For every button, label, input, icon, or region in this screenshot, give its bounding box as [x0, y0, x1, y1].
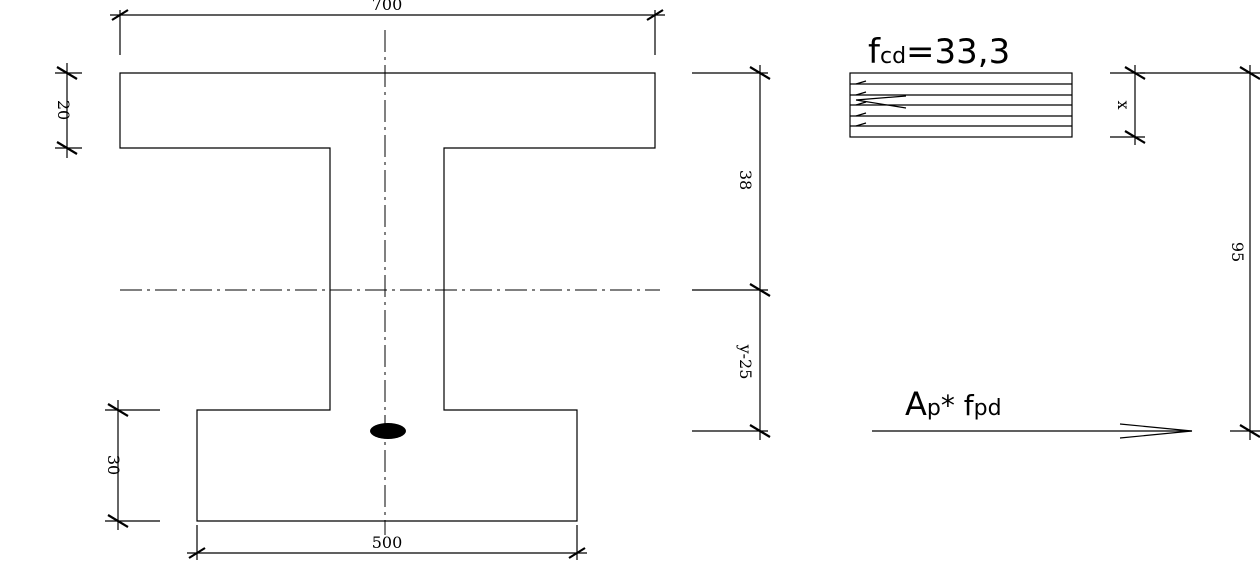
tendon-force-arrow	[872, 423, 1193, 439]
compression-depth-label: x	[1114, 100, 1133, 109]
centroid-to-tendon-label: y-25	[736, 344, 755, 380]
bottom-width-label: 500	[372, 533, 403, 552]
tendon-force-label: Ap* fpd	[905, 385, 1002, 423]
top-flange-height-label: 20	[54, 100, 73, 120]
effective-depth-label: 95	[1228, 242, 1247, 262]
prestressing-tendon	[370, 423, 406, 439]
bottom-width-dimension: 500	[187, 525, 587, 560]
right-vertical-dimensions: 38 y-25	[692, 65, 771, 440]
top-width-dimension: 700	[110, 0, 665, 55]
compression-depth-dimension: x	[1110, 65, 1146, 145]
top-flange-height-dimension: 20	[54, 63, 82, 158]
concrete-stress-label: fcd=33,3	[868, 32, 1010, 72]
bottom-flange-height-label: 30	[104, 455, 123, 475]
top-width-label: 700	[372, 0, 403, 14]
concrete-stress-block	[849, 72, 1073, 138]
effective-depth-dimension: 95	[1140, 65, 1260, 440]
i-beam-section-outline	[119, 72, 656, 522]
upper-to-centroid-label: 38	[736, 170, 755, 190]
bottom-flange-height-dimension: 30	[104, 400, 160, 530]
